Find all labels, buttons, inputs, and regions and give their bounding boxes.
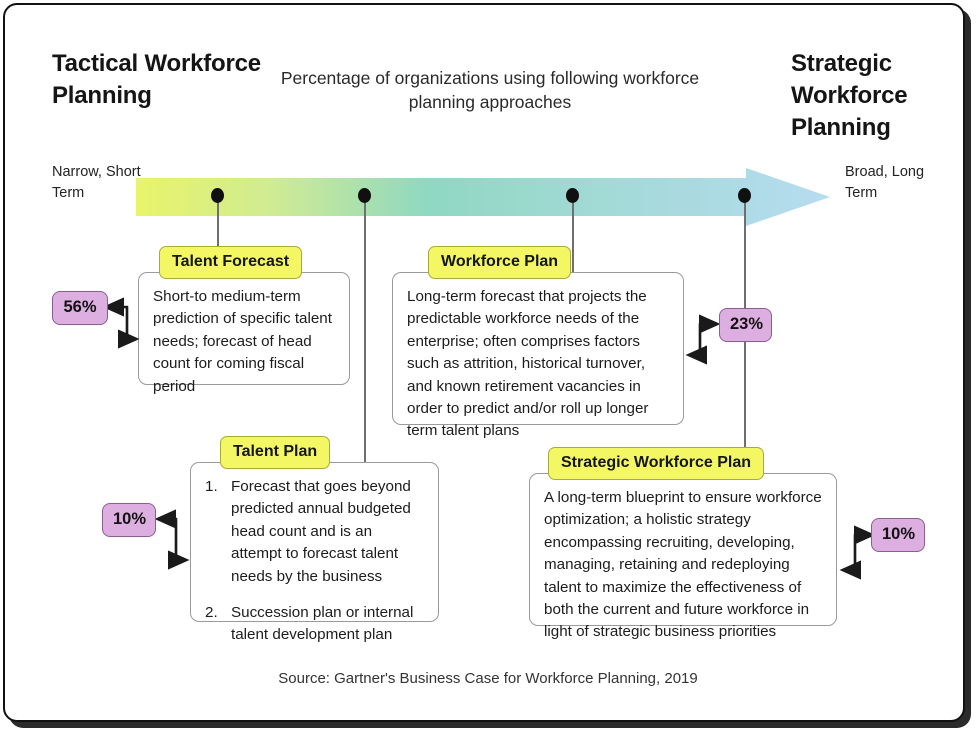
strategic-workforce-planning-title: Strategic Workforce Planning (791, 50, 908, 141)
axis-note-left: Narrow, Short Term (52, 164, 141, 201)
stem-workforce-plan (572, 196, 574, 276)
chart-title: Percentage of organizations using follow… (280, 68, 700, 112)
list-marker: 2. (205, 604, 218, 622)
card-workforce-plan: Long-term forecast that projects the pre… (392, 272, 684, 439)
list-marker: 1. (205, 478, 218, 495)
spectrum-arrow (136, 168, 830, 226)
axis-marker-dot (358, 188, 371, 203)
card-body-talent-plan: 1. Forecast that goes beyond predicted a… (191, 463, 438, 657)
percent-badge-workforce-plan: 23% (719, 308, 772, 342)
axis-note-right: Broad, Long Term (845, 164, 925, 201)
axis-marker-dot (738, 188, 751, 203)
percent-badge-strategic-workforce-plan: 10% (871, 518, 925, 552)
axis-marker-dot (566, 188, 579, 203)
card-tab-strategic-workforce-plan[interactable]: Strategic Workforce Plan (548, 447, 764, 480)
list-item: 1. Forecast that goes beyond predicted a… (205, 476, 424, 588)
source-note: Source: Gartner's Business Case for Work… (278, 670, 698, 687)
list-text: Forecast that goes beyond predicted annu… (231, 478, 411, 585)
card-body-workforce-plan: Long-term forecast that projects the pre… (407, 288, 649, 440)
card-body-strategic-workforce-plan: A long-term blueprint to ensure workforc… (544, 489, 822, 641)
percent-badge-talent-plan: 10% (102, 503, 156, 537)
tactical-workforce-planning-title: Tactical Workforce Planning (52, 50, 261, 109)
stem-talent-plan (364, 196, 366, 462)
percent-badge-talent-forecast: 56% (52, 291, 108, 325)
card-body-talent-forecast: Short-to medium-term prediction of speci… (153, 288, 332, 395)
card-tab-workforce-plan[interactable]: Workforce Plan (428, 246, 572, 279)
talent-plan-list: 1. Forecast that goes beyond predicted a… (205, 476, 424, 647)
card-strategic-workforce-plan: A long-term blueprint to ensure workforc… (529, 473, 837, 640)
stem-talent-forecast (217, 196, 219, 258)
card-talent-plan: 1. Forecast that goes beyond predicted a… (190, 462, 439, 643)
axis-marker-dot (211, 188, 224, 203)
list-item: 2. Succession plan or internal talent de… (205, 602, 424, 647)
card-tab-talent-forecast[interactable]: Talent Forecast (159, 246, 303, 279)
card-tab-talent-plan[interactable]: Talent Plan (220, 436, 331, 469)
card-talent-forecast: Short-to medium-term prediction of speci… (138, 272, 350, 395)
list-text: Succession plan or internal talent devel… (231, 604, 414, 644)
